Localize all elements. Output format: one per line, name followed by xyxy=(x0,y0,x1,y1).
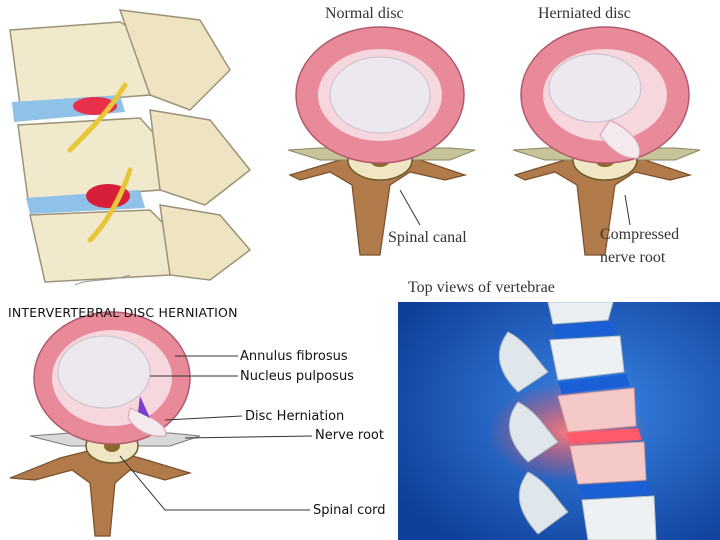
herniated-disc-title: Herniated disc xyxy=(538,5,631,23)
spine-3d-render xyxy=(398,302,720,540)
spine-side-view-panel xyxy=(0,0,260,295)
spine-3d-panel xyxy=(398,302,720,540)
disc-herniation-label: Disc Herniation xyxy=(245,409,344,424)
annulus-fibrosus-label: Annulus fibrosus xyxy=(240,349,348,364)
compressed-nerve-label-line1: Compressed xyxy=(600,226,679,244)
nerve-root-label: Nerve root xyxy=(315,428,384,443)
spine-side-illustration xyxy=(0,0,260,295)
top-views-panel: Normal disc Herniated disc Spinal canal … xyxy=(260,0,720,300)
compressed-nerve-label-line2: nerve root xyxy=(600,249,665,267)
spinal-cord-label: Spinal cord xyxy=(313,503,386,518)
herniation-diagram-panel: INTERVERTEBRAL DISC HERNIATION Annulus f… xyxy=(0,298,398,540)
normal-disc-illustration xyxy=(288,27,475,255)
spinal-canal-label: Spinal canal xyxy=(388,229,467,247)
top-views-caption: Top views of vertebrae xyxy=(408,279,555,297)
herniated-disc-illustration xyxy=(513,27,700,255)
herniation-diagram-title: INTERVERTEBRAL DISC HERNIATION xyxy=(8,305,238,320)
nucleus-pulposus-label: Nucleus pulposus xyxy=(240,369,354,384)
normal-disc-title: Normal disc xyxy=(325,5,404,23)
